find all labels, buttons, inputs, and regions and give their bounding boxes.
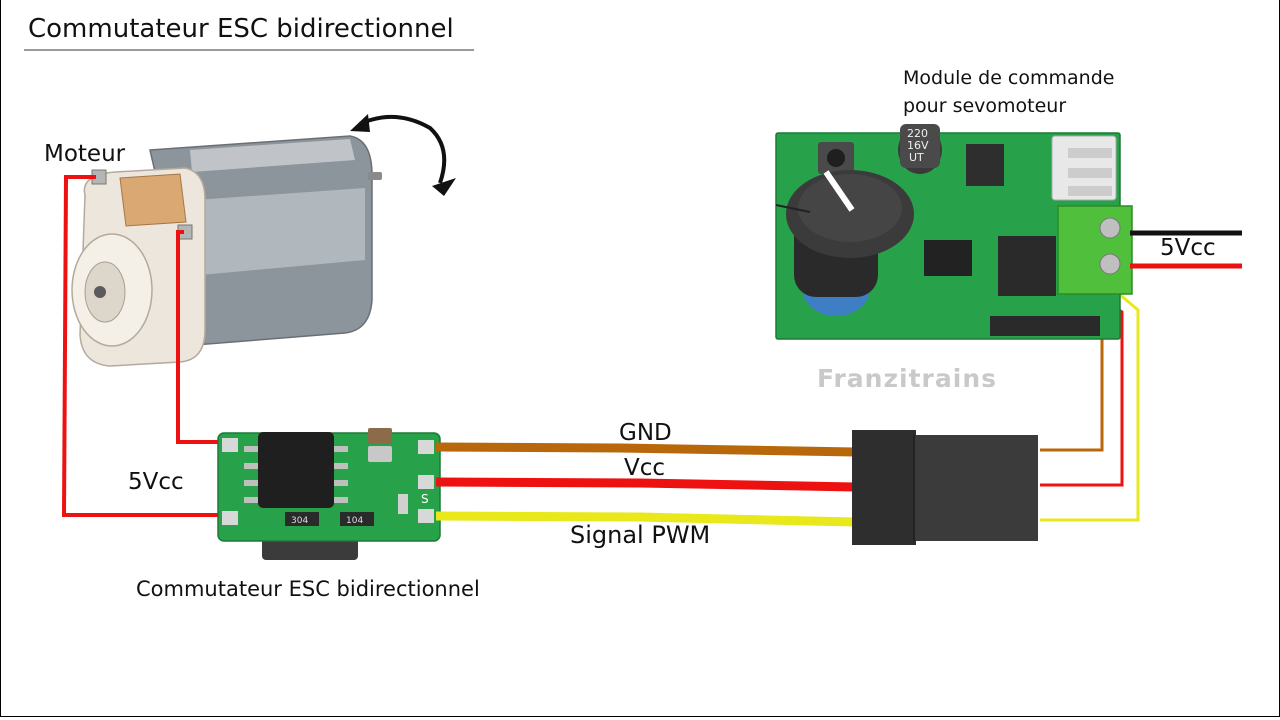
dc-motor (71, 135, 382, 367)
signal-pwm-label: Signal PWM (570, 521, 711, 549)
rotation-arrow-icon (350, 114, 456, 196)
servo-module-label-line-1: Module de commande (903, 67, 1115, 89)
gnd-wire (435, 442, 856, 457)
motor-label: Moteur (44, 141, 126, 167)
supply-label-left: 5Vcc (128, 469, 184, 495)
esc-board (217, 428, 441, 560)
esc-label: Commutateur ESC bidirectionnel (136, 577, 480, 601)
servo-module-label: Module de commande pour sevomoteur (903, 64, 1114, 120)
motor-wire-2 (176, 230, 228, 444)
servo-connector (852, 430, 1038, 545)
supply-label-right: 5Vcc (1160, 235, 1216, 261)
motor-wire-1 (61, 175, 228, 517)
capacitor-marking-line-2: 16V (907, 139, 929, 152)
capacitor-marking-line-3: UT (909, 151, 924, 164)
resistor-1-marking: 304 (291, 516, 308, 526)
vcc-label: Vcc (624, 455, 666, 481)
servo-control-module (775, 124, 1133, 340)
resistor-2-marking: 104 (346, 516, 363, 526)
esc-pin-s-marking: S (421, 492, 429, 506)
capacitor-marking-line-1: 220 (907, 127, 928, 140)
title-underline (24, 49, 474, 51)
gnd-label: GND (619, 420, 672, 446)
capacitor-marking: 220 16V UT (907, 127, 932, 164)
signal-wire (435, 511, 856, 527)
watermark-text: Franzitrains (817, 364, 997, 393)
page-title: Commutateur ESC bidirectionnel (28, 14, 454, 44)
vcc-wire (435, 477, 856, 492)
servo-module-label-line-2: pour sevomoteur (903, 95, 1067, 117)
